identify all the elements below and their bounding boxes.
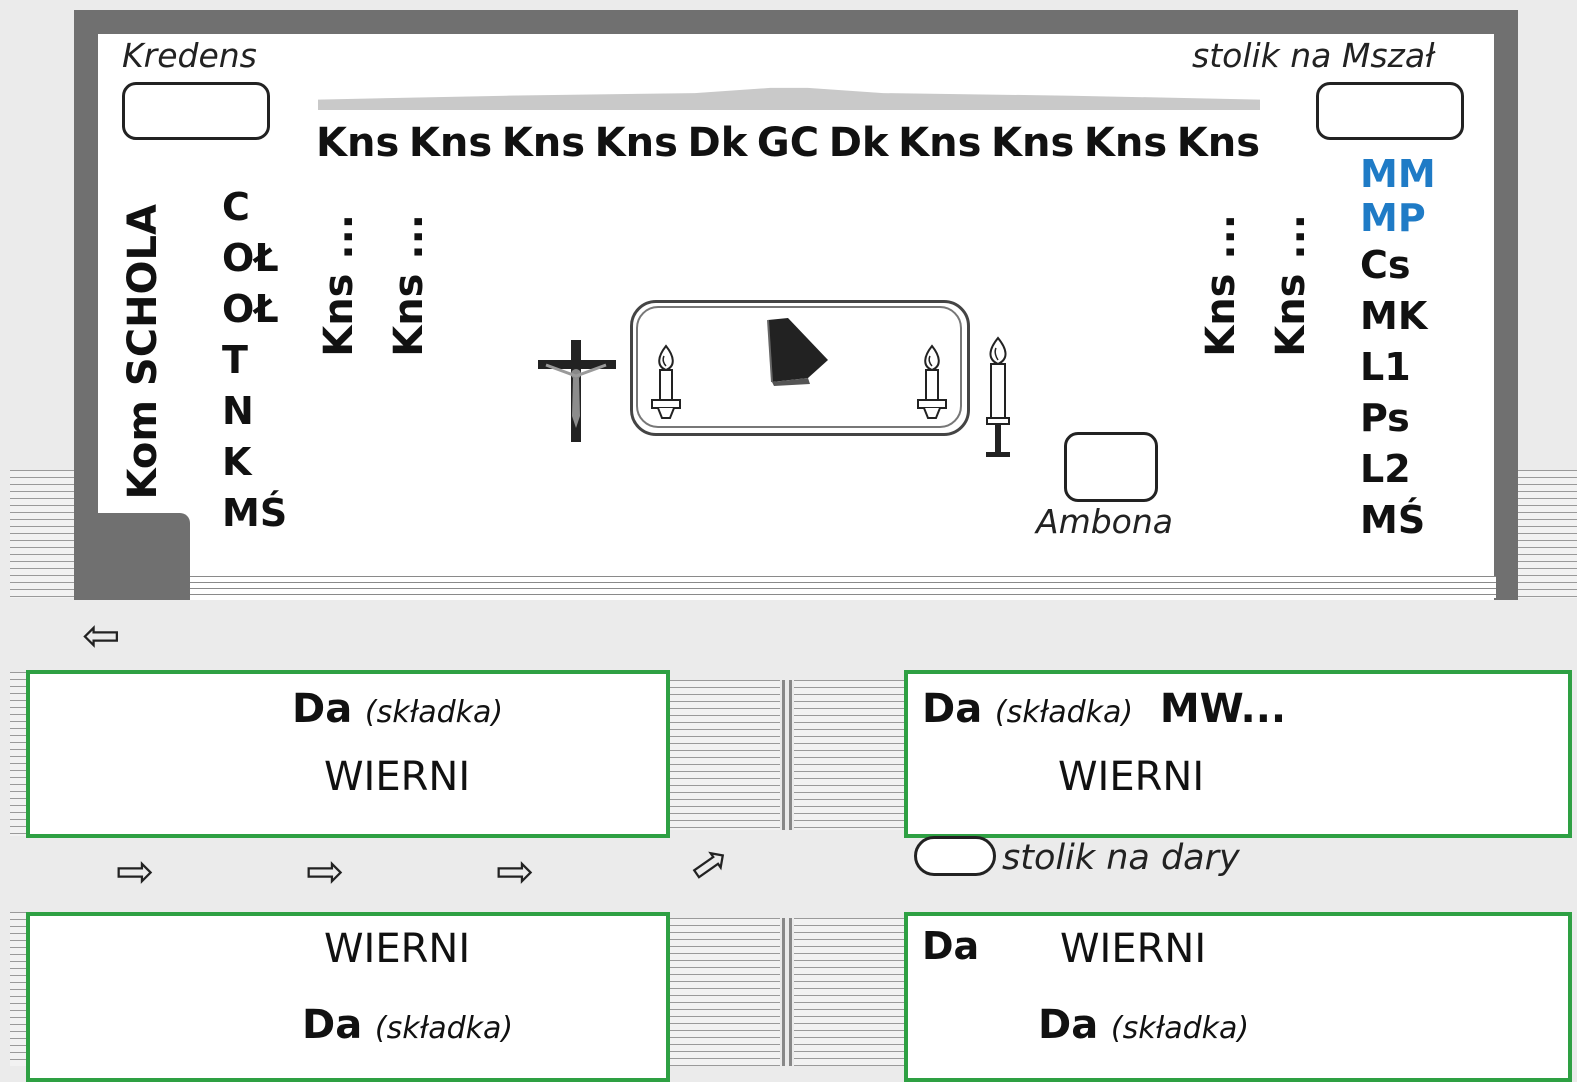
stairs-left-bottom bbox=[10, 912, 28, 1066]
ambona-label: Ambona bbox=[1036, 502, 1173, 541]
da-label: Da bbox=[302, 1002, 363, 1048]
stolik-dary-label: stolik na dary bbox=[1002, 838, 1240, 878]
pew-collection-label: Da (składka) bbox=[1038, 1002, 1249, 1048]
kns-vertical-label: Kns ... bbox=[316, 214, 362, 357]
altar-inner bbox=[636, 306, 962, 428]
pew-block-bottom-left bbox=[26, 912, 670, 1082]
center-divider bbox=[789, 680, 792, 830]
arrow-up-right-icon: ⇨ bbox=[677, 829, 741, 897]
crucifix-icon bbox=[538, 340, 616, 442]
position-label: C bbox=[222, 185, 250, 229]
position-label: MK bbox=[1360, 294, 1428, 338]
position-label: Kns bbox=[1176, 120, 1260, 166]
da-label: Da bbox=[1038, 1002, 1099, 1048]
position-label: L1 bbox=[1360, 345, 1411, 389]
position-label: Cs bbox=[1360, 243, 1411, 287]
position-label: MP bbox=[1360, 196, 1426, 240]
stairs-center-right-bottom bbox=[794, 918, 904, 1066]
ambona-stand bbox=[1064, 432, 1158, 502]
wierni-label: WIERNI bbox=[324, 754, 471, 800]
stairs-center-right-top bbox=[794, 680, 904, 830]
kredens-label: Kredens bbox=[122, 36, 257, 75]
position-label: Ps bbox=[1360, 396, 1410, 440]
paschal-candle-icon bbox=[986, 336, 1010, 457]
arrow-left-icon: ⇦ bbox=[82, 608, 121, 662]
stolik-mszal-table bbox=[1316, 82, 1464, 140]
top-row-positions: Kns Kns Kns Kns Dk GC Dk Kns Kns Kns Kns bbox=[316, 120, 1260, 172]
da-label: Da bbox=[922, 686, 983, 732]
arrow-right-icon: ⇨ bbox=[306, 844, 345, 898]
position-label: T bbox=[222, 338, 248, 382]
wierni-label: WIERNI bbox=[1060, 926, 1207, 972]
kom-label: Kom bbox=[120, 400, 166, 500]
skladka-label: (składka) bbox=[374, 1011, 514, 1046]
position-label: Kns bbox=[898, 120, 982, 166]
wierni-label: WIERNI bbox=[324, 926, 471, 972]
stolik-mszal-label: stolik na Mszał bbox=[1192, 36, 1435, 75]
kredens-table bbox=[122, 82, 270, 140]
stairs-left-top bbox=[10, 672, 28, 836]
position-label: Kns bbox=[594, 120, 678, 166]
position-label: Kns bbox=[501, 120, 586, 166]
position-label: MŚ bbox=[222, 491, 288, 535]
book-icon bbox=[767, 318, 828, 386]
stairs-center-left-top bbox=[668, 680, 780, 830]
position-label: Dk bbox=[828, 120, 889, 166]
center-divider bbox=[789, 918, 792, 1066]
kns-vertical-label: Kns ... bbox=[386, 214, 432, 357]
mw-label: MW... bbox=[1159, 686, 1287, 732]
pew-block-bottom-right bbox=[904, 912, 1572, 1082]
position-label: K bbox=[222, 440, 252, 484]
arrow-right-icon: ⇨ bbox=[496, 844, 535, 898]
position-label: MM bbox=[1360, 152, 1436, 196]
arrow-right-icon: ⇨ bbox=[116, 844, 155, 898]
wierni-label: WIERNI bbox=[1058, 754, 1205, 800]
position-label: OŁ bbox=[222, 287, 279, 331]
skladka-label: (składka) bbox=[994, 695, 1134, 730]
candle-icon bbox=[917, 344, 947, 419]
pew-collection-label: Da (składka) bbox=[302, 1002, 513, 1048]
position-label: GC bbox=[756, 120, 820, 166]
pew-collection-label: Da (składka) bbox=[292, 686, 503, 732]
position-label: N bbox=[222, 389, 254, 433]
pew-block-top-right bbox=[904, 670, 1572, 838]
left-column: C OŁ OŁ T N K MŚ bbox=[222, 182, 287, 539]
da-label: Da bbox=[292, 686, 353, 732]
altar bbox=[630, 300, 970, 436]
position-label: MŚ bbox=[1360, 498, 1426, 542]
position-label: Kns bbox=[408, 120, 493, 166]
position-label: OŁ bbox=[222, 236, 279, 280]
stolik-dary-table bbox=[914, 836, 996, 876]
kns-vertical-label: Kns ... bbox=[1198, 214, 1244, 357]
stairs-center-left-bottom bbox=[668, 918, 780, 1066]
schola-label: SCHOLA bbox=[120, 204, 166, 387]
kns-vertical-label: Kns ... bbox=[1268, 214, 1314, 357]
position-label: Kns bbox=[316, 120, 400, 166]
sanctuary-step bbox=[190, 576, 1496, 598]
pew-block-top-left bbox=[26, 670, 670, 838]
position-label: Kns bbox=[1083, 120, 1168, 166]
position-label: Dk bbox=[687, 120, 748, 166]
position-label: L2 bbox=[1360, 447, 1411, 491]
sanctuary-corner bbox=[94, 513, 190, 600]
right-column: MM MP Cs MK L1 Ps L2 MŚ bbox=[1360, 152, 1436, 546]
center-divider bbox=[782, 918, 785, 1066]
pew-collection-label: Da (składka) MW... bbox=[922, 686, 1286, 732]
skladka-label: (składka) bbox=[1110, 1011, 1250, 1046]
position-label: Kns bbox=[990, 120, 1075, 166]
sanctuary-floor bbox=[98, 34, 1494, 600]
center-divider bbox=[782, 680, 785, 830]
candle-icon bbox=[651, 344, 681, 419]
da-label: Da bbox=[922, 924, 980, 968]
skladka-label: (składka) bbox=[364, 695, 504, 730]
